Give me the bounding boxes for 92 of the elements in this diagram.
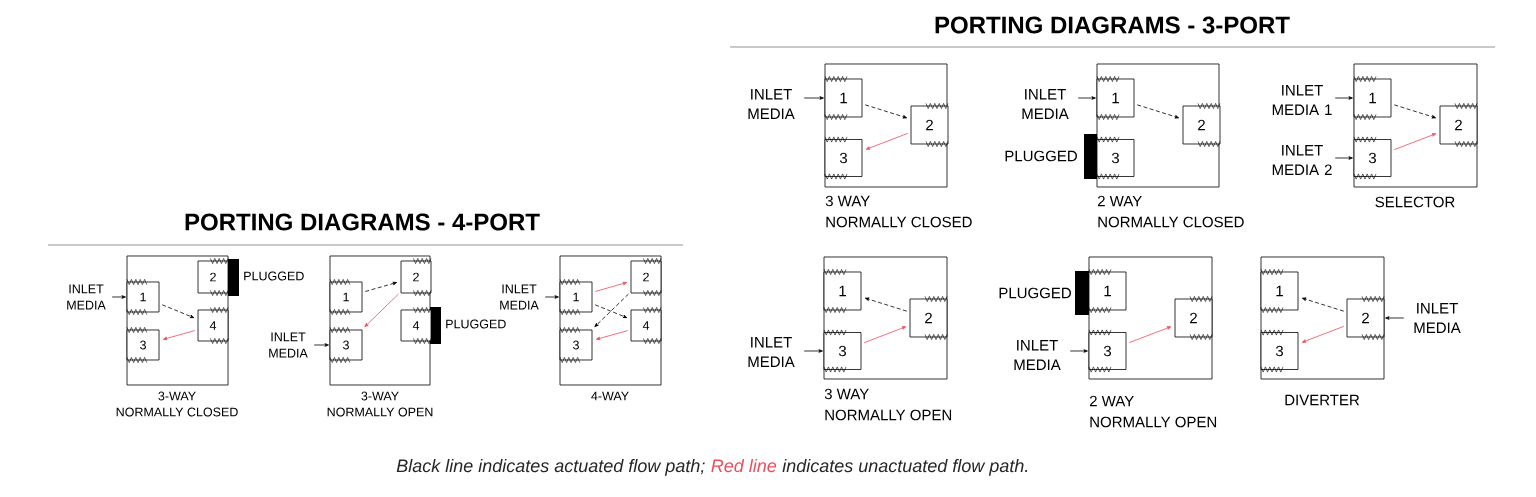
- inlet-label: INLET MEDIA: [269, 332, 308, 358]
- inlet-label: INLET MEDIA: [748, 337, 795, 367]
- inlet-label: INLET MEDIA: [500, 284, 539, 310]
- port-box: 2: [910, 103, 949, 147]
- port-box: 4: [400, 307, 432, 344]
- caption-text: Black line indicates actuated flow path;: [396, 458, 705, 476]
- arrow: [111, 295, 126, 299]
- valve-type-label: 2 WAY: [1089, 395, 1134, 407]
- port-box: 1: [824, 76, 863, 120]
- flow-arrow: [1393, 104, 1437, 119]
- port-box: 3: [126, 327, 160, 363]
- port-box: 3: [329, 327, 363, 363]
- flow-arrow: [865, 132, 909, 150]
- flow-arrow: [364, 293, 399, 328]
- plugged-label: PLUGGED: [999, 287, 1071, 299]
- inlet-label: INLET MEDIA: [1014, 340, 1061, 370]
- port-box: 4: [630, 307, 662, 344]
- valve-type-label: 3-WAY: [158, 391, 196, 401]
- valve-type-label: DIVERTER: [1285, 394, 1360, 406]
- arrow: [1069, 349, 1088, 353]
- port-box: 2: [1182, 103, 1221, 147]
- port-box: 2: [909, 296, 948, 340]
- port-box: 3: [824, 136, 863, 180]
- flow-arrow: [594, 293, 629, 328]
- valve-type-label: 2 WAY: [1097, 195, 1142, 207]
- valve-type-label: NORMALLY OPEN: [1090, 416, 1217, 428]
- valve-type-label: 3 WAY: [824, 388, 869, 400]
- inlet-label: INLET MEDIA: [748, 89, 795, 119]
- flow-arrow: [594, 281, 628, 292]
- flow-arrow: [594, 304, 628, 319]
- inlet-label: INLET MEDIA: [1414, 303, 1461, 333]
- section-title: PORTING DIAGRAMS - 4-PORT: [185, 213, 540, 231]
- port-box: 2: [400, 258, 432, 296]
- flow-arrow: [864, 297, 908, 312]
- port-box: 2: [197, 258, 229, 296]
- port-box: 3: [823, 329, 862, 373]
- port-box: 4: [197, 307, 229, 344]
- flow-arrow: [163, 330, 196, 341]
- arrow: [1334, 96, 1353, 100]
- flow-arrow: [864, 104, 908, 119]
- flow-arrow: [161, 304, 195, 319]
- arrow: [803, 349, 823, 353]
- port-box: 2: [1439, 103, 1478, 147]
- port-box: 3: [1353, 136, 1392, 180]
- port-box: 1: [126, 279, 160, 315]
- port-box: 2: [630, 258, 662, 296]
- valve-type-label: NORMALLY CLOSED: [1098, 216, 1244, 228]
- caption-text: indicates unactuated flow path.: [782, 458, 1028, 476]
- port-box: 1: [1260, 269, 1299, 313]
- valve-type-label: SELECTOR: [1375, 196, 1455, 208]
- flow-arrow: [1301, 297, 1345, 312]
- port-box: 2: [1174, 296, 1213, 340]
- flow-arrow: [364, 281, 398, 292]
- section-title: PORTING DIAGRAMS - 3-PORT: [935, 16, 1290, 34]
- arrow: [803, 96, 824, 100]
- flow-arrow: [1128, 326, 1172, 344]
- arrow: [544, 295, 559, 299]
- valve-type-label: NORMALLY CLOSED: [116, 407, 238, 417]
- arrow: [1385, 316, 1405, 320]
- inlet-label: INLET MEDIA 2: [1272, 145, 1332, 175]
- valve-type-label: 3-WAY: [361, 391, 399, 401]
- port-box: 1: [823, 269, 862, 313]
- port-box: 1: [1353, 76, 1392, 120]
- valve-type-label: NORMALLY CLOSED: [826, 216, 972, 228]
- port-box: 3: [1096, 136, 1135, 180]
- valve-type-label: NORMALLY OPEN: [825, 409, 952, 421]
- valve-type-label: 3 WAY: [825, 195, 870, 207]
- flow-arrow: [596, 330, 629, 341]
- port-box: 3: [1260, 329, 1299, 373]
- inlet-label: INLET MEDIA: [67, 284, 106, 310]
- flow-arrow: [1301, 325, 1345, 343]
- plugged-label: PLUGGED: [446, 319, 506, 329]
- port-box: 1: [329, 279, 363, 315]
- port-box: 2: [1346, 296, 1385, 340]
- arrow: [1077, 96, 1096, 100]
- flow-arrow: [1393, 133, 1437, 151]
- flow-arrow: [863, 326, 907, 344]
- port-box: 3: [1088, 329, 1127, 373]
- flow-arrow: [1136, 104, 1180, 119]
- valve-type-label: 4-WAY: [591, 391, 629, 401]
- caption-text: Red line: [711, 458, 777, 473]
- arrow: [1334, 156, 1353, 160]
- port-box: 3: [559, 327, 593, 363]
- inlet-label: INLET MEDIA: [1022, 89, 1069, 119]
- port-box: 1: [1088, 269, 1127, 313]
- valve-type-label: NORMALLY OPEN: [327, 407, 433, 417]
- plugged-label: PLUGGED: [244, 271, 304, 281]
- port-box: 1: [559, 279, 593, 315]
- arrow: [313, 343, 329, 347]
- inlet-label: INLET MEDIA 1: [1272, 85, 1332, 115]
- plugged-label: PLUGGED: [1005, 150, 1077, 162]
- port-box: 1: [1096, 76, 1135, 120]
